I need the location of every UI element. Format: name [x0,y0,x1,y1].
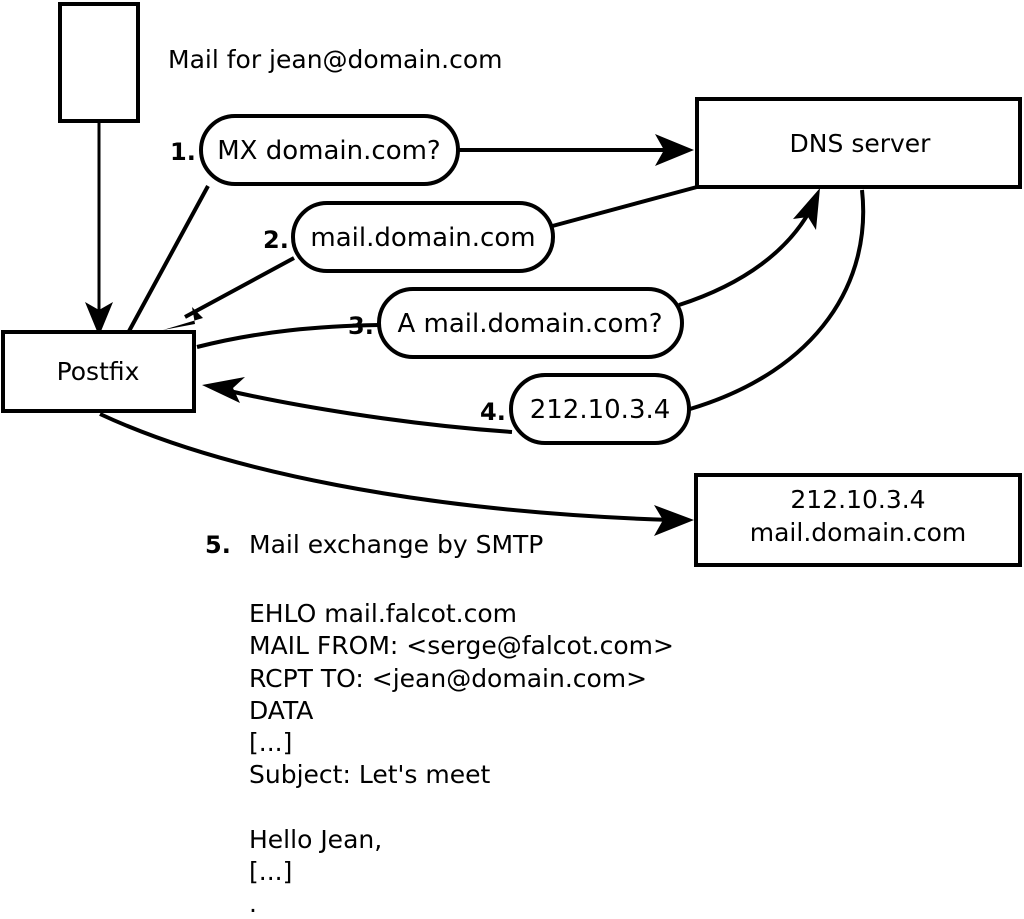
smtp-line-terminator: . [249,889,257,918]
connector-dns-to-step4 [689,189,866,411]
step-2-label: mail.domain.com [310,223,535,253]
step-5-label: Mail exchange by SMTP [249,530,543,559]
node-postfix-box: Postfix [1,330,196,413]
node-postfix-label: Postfix [57,357,140,386]
smtp-line-data: DATA [249,696,313,725]
diagram-caption: Mail for jean@domain.com [168,45,503,74]
connector-step3-to-dns [678,188,820,307]
step-4-label: 212.10.3.4 [530,395,671,425]
step-5-row: 5. Mail exchange by SMTP [205,530,543,559]
smtp-line-mail-from: MAIL FROM: <serge@falcot.com> [249,631,674,660]
smtp-line-subject: Subject: Let's meet [249,760,490,789]
smtp-line-ellipsis-1: [...] [249,728,292,757]
connector-postfix-to-mailserver [99,412,694,536]
step-3-number: 3. [348,312,374,340]
node-client-box [58,2,140,123]
connector-client-to-postfix [85,122,113,336]
step-5-number: 5. [205,531,231,559]
connector-step4-to-postfix [202,377,513,434]
connector-step2-to-postfix [163,256,295,330]
step-4-bubble: 4. 212.10.3.4 [480,373,691,445]
step-1-number: 1. [170,138,196,166]
connector-dns-to-step2 [544,185,698,230]
step-2-number: 2. [263,226,289,254]
smtp-transcript: EHLO mail.falcot.com MAIL FROM: <serge@f… [249,599,674,918]
node-dns-label: DNS server [790,129,932,158]
step-1-label: MX domain.com? [217,136,440,166]
connector-postfix-to-step3 [196,323,380,349]
smtp-line-greeting: Hello Jean, [249,825,382,854]
smtp-line-ehlo: EHLO mail.falcot.com [249,599,517,628]
step-1-bubble: 1. MX domain.com? [170,114,460,186]
step-2-bubble: 2. mail.domain.com [263,201,555,273]
connector-postfix-to-step1 [126,185,210,334]
node-mailserver-box: 212.10.3.4 mail.domain.com [694,473,1022,567]
smtp-line-rcpt-to: RCPT TO: <jean@domain.com> [249,664,647,693]
step-4-number: 4. [480,398,506,426]
node-mailserver-host: mail.domain.com [750,518,966,547]
connector-step1-to-dns [458,134,694,166]
node-mailserver-ip: 212.10.3.4 [790,485,925,514]
step-3-label: A mail.domain.com? [398,309,663,339]
step-3-bubble: 3. A mail.domain.com? [348,287,684,359]
node-dns-box: DNS server [695,97,1022,189]
smtp-line-ellipsis-2: [...] [249,857,292,886]
